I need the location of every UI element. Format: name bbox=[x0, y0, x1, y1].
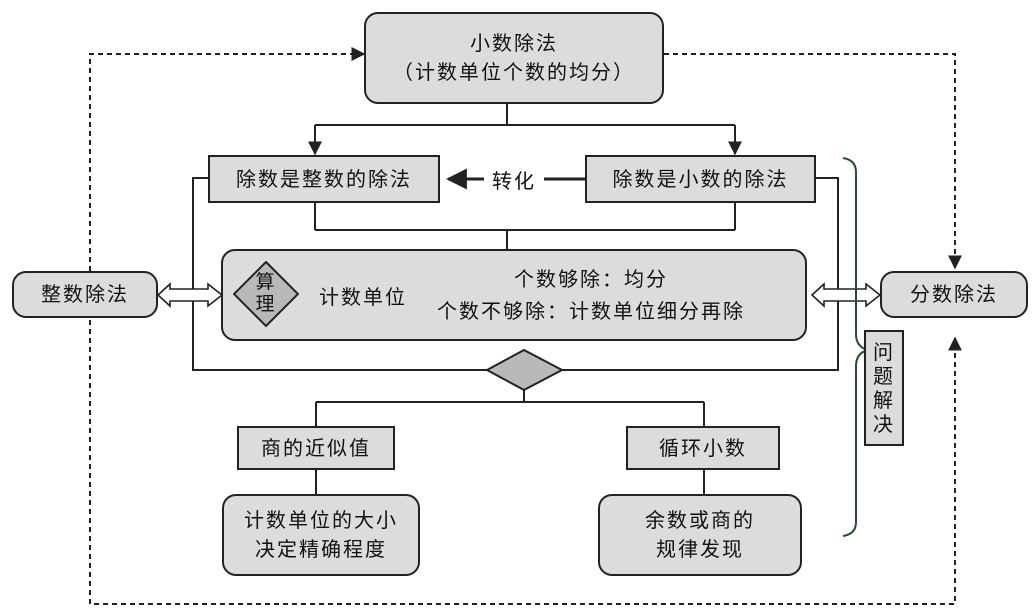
repeating-detail-line-2: 规律发现 bbox=[656, 537, 744, 561]
problem-solving-char-3: 解 bbox=[873, 388, 895, 412]
problem-solving-box: 问 题 解 决 bbox=[864, 330, 904, 446]
badge-diamond bbox=[233, 261, 299, 327]
dashed-loop bbox=[89, 47, 962, 605]
decision-diamond bbox=[484, 348, 565, 392]
frame-lines bbox=[192, 177, 839, 371]
decimal-divisor-label: 除数是小数的除法 bbox=[612, 166, 789, 191]
badge-char-2: 理 bbox=[255, 293, 277, 315]
counting-unit-label: 计数单位 bbox=[319, 284, 407, 309]
integer-divisor-label: 除数是整数的除法 bbox=[236, 166, 412, 191]
approx-detail-box: 计数单位的大小 决定精确程度 bbox=[222, 494, 420, 576]
rationale-panel: 算 理 计数单位 个数够除：均分 个数不够除：计数单位细分再除 bbox=[221, 249, 807, 341]
integer-division-label: 整数除法 bbox=[41, 282, 129, 306]
approx-quotient-box: 商的近似值 bbox=[237, 426, 395, 470]
approx-quotient-label: 商的近似值 bbox=[261, 435, 371, 460]
approx-detail-line-2: 决定精确程度 bbox=[255, 537, 387, 561]
left-double-arrow bbox=[156, 282, 224, 308]
badge-char-1: 算 bbox=[255, 271, 277, 294]
case-not-enough: 个数不够除：计数单位细分再除 bbox=[437, 299, 745, 323]
decimal-division-subtitle: （计数单位个数的均分） bbox=[393, 60, 635, 84]
repeating-decimal-label: 循环小数 bbox=[659, 435, 747, 460]
decimal-division-node: 小数除法 （计数单位个数的均分） bbox=[364, 12, 664, 104]
fraction-division-node: 分数除法 bbox=[880, 271, 1028, 318]
problem-solving-char-2: 题 bbox=[873, 364, 895, 388]
integer-division-node: 整数除法 bbox=[12, 271, 158, 318]
approx-detail-line-1: 计数单位的大小 bbox=[244, 508, 398, 532]
top-branch-arrows bbox=[308, 104, 742, 156]
rationale-cases: 个数够除：均分 个数不够除：计数单位细分再除 bbox=[437, 251, 745, 339]
repeating-decimal-box: 循环小数 bbox=[626, 426, 780, 470]
fraction-division-label: 分数除法 bbox=[910, 282, 998, 306]
problem-solving-char-1: 问 bbox=[873, 340, 895, 364]
case-enough: 个数够除：均分 bbox=[514, 267, 668, 291]
repeating-detail-line-1: 余数或商的 bbox=[645, 508, 755, 532]
transform-label: 转化 bbox=[484, 163, 544, 195]
integer-divisor-method: 除数是整数的除法 bbox=[208, 155, 440, 203]
repeating-detail-box: 余数或商的 规律发现 bbox=[598, 494, 802, 576]
decimal-division-title: 小数除法 bbox=[470, 31, 558, 55]
problem-solving-char-4: 决 bbox=[873, 412, 895, 436]
bottom-branch-lines bbox=[315, 390, 705, 494]
decimal-divisor-method: 除数是小数的除法 bbox=[585, 155, 816, 203]
right-double-arrow bbox=[810, 282, 882, 308]
merge-lines bbox=[314, 203, 736, 249]
rationale-badge: 算 理 bbox=[233, 261, 299, 327]
problem-solving-label: 问 题 解 决 bbox=[873, 340, 895, 436]
